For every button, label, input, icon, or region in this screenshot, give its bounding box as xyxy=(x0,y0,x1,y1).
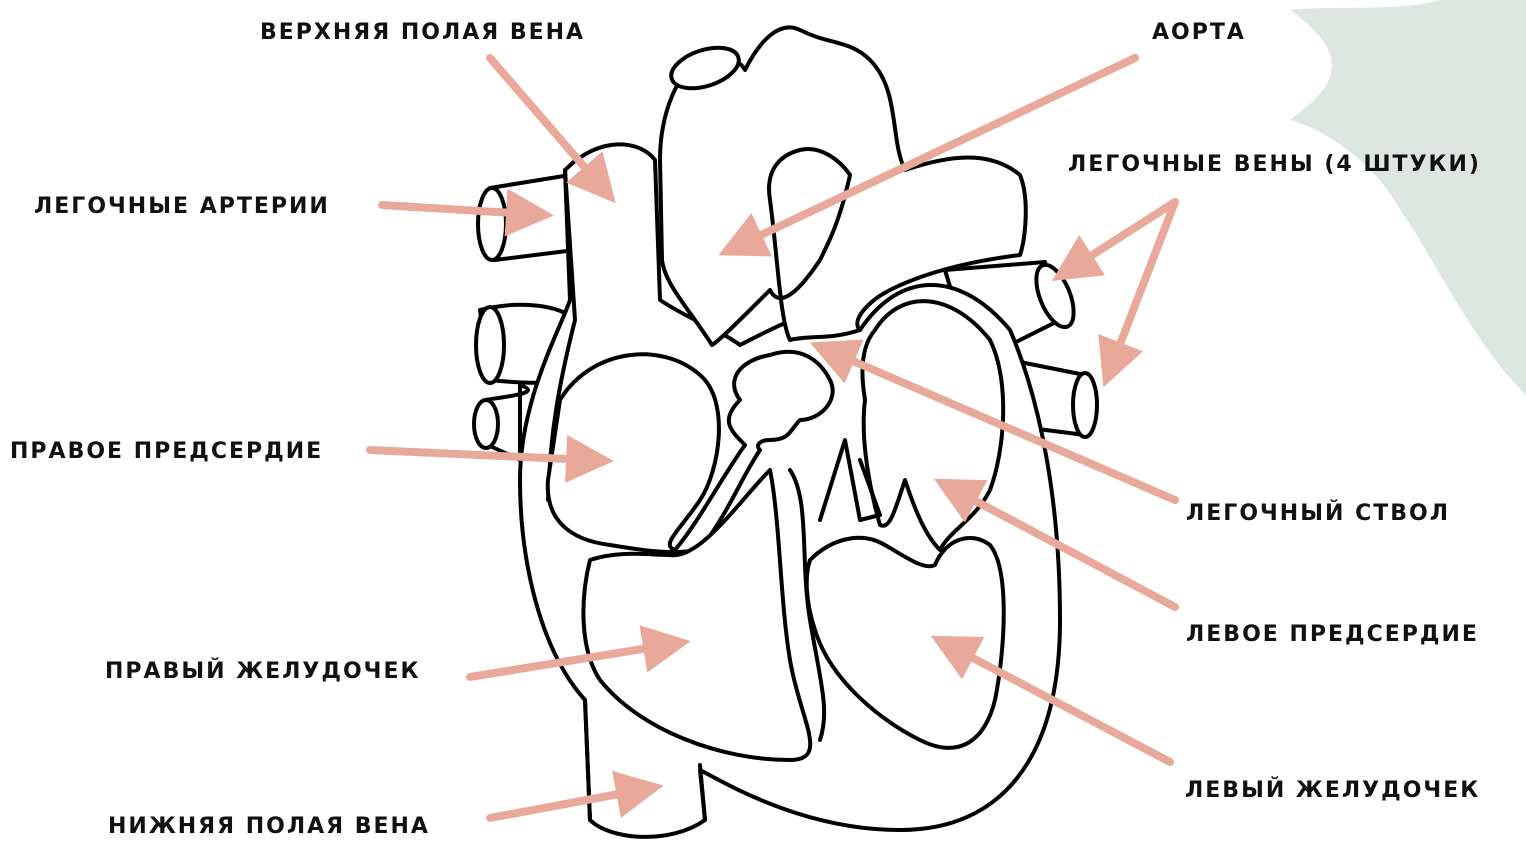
label-right-atrium: ПРАВОЕ ПРЕДСЕРДИЕ xyxy=(10,441,323,463)
label-pulmonary-trunk: ЛЕГОЧНЫЙ СТВОЛ xyxy=(1186,503,1450,525)
label-pulmonary-arteries: ЛЕГОЧНЫЕ АРТЕРИИ xyxy=(34,196,330,218)
label-inferior-vena-cava: НИЖНЯЯ ПОЛАЯ ВЕНА xyxy=(108,816,430,838)
label-left-ventricle: ЛЕВЫЙ ЖЕЛУДОЧЕК xyxy=(1185,780,1480,802)
label-right-ventricle: ПРАВЫЙ ЖЕЛУДОЧЕК xyxy=(105,661,420,683)
arrow-superior-vena-cava xyxy=(490,58,600,185)
label-pulmonary-veins: ЛЕГОЧНЫЕ ВЕНЫ (4 ШТУКИ) xyxy=(1068,154,1481,176)
leaf-decoration xyxy=(1290,0,1526,395)
label-aorta: АОРТА xyxy=(1152,22,1246,44)
label-left-atrium: ЛЕВОЕ ПРЕДСЕРДИЕ xyxy=(1186,624,1479,646)
label-superior-vena-cava: ВЕРХНЯЯ ПОЛАЯ ВЕНА xyxy=(260,22,585,44)
